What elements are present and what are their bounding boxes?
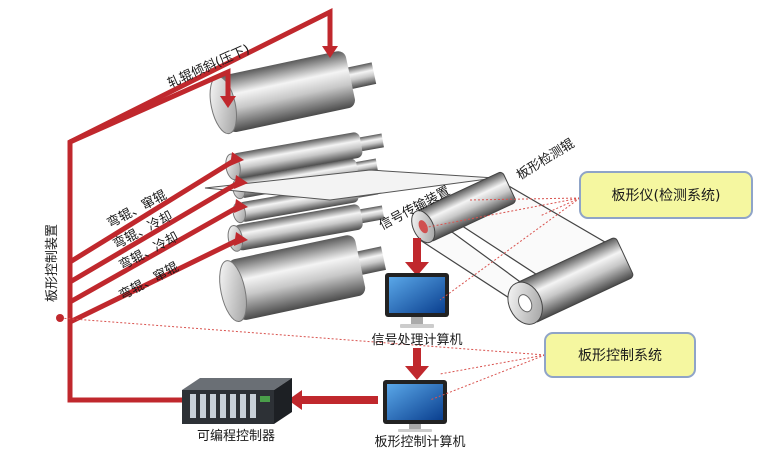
- shape-detection-roll: [411, 171, 516, 244]
- label-detect-roll: 板形检测辊: [514, 136, 577, 183]
- label-control-device: 板形控制装置: [45, 224, 60, 302]
- label-signal-pc: 信号处理计算机: [371, 333, 462, 348]
- control-system-callout: 板形控制系统: [544, 332, 696, 378]
- detector-callout: 板形仪(检测系统): [579, 171, 753, 219]
- label-plc: 可编程控制器: [197, 429, 275, 444]
- control-arrowheads: [220, 46, 338, 246]
- control-device-node: [56, 314, 64, 322]
- label-control-pc: 板形控制计算机: [374, 435, 465, 450]
- coil-roll: [507, 237, 634, 325]
- control-lines: [67, 7, 333, 403]
- backup-roll-top: [209, 51, 377, 135]
- detector-callout-text: 板形仪(检测系统): [612, 188, 721, 204]
- plc-device: [182, 378, 292, 424]
- control-system-callout-text: 板形控制系统: [578, 348, 662, 364]
- leader-lines: [59, 197, 581, 401]
- backup-roll-bottom: [219, 235, 386, 323]
- flow-arrows: [288, 238, 429, 410]
- control-computer: [383, 380, 447, 432]
- signal-computer: [385, 273, 449, 328]
